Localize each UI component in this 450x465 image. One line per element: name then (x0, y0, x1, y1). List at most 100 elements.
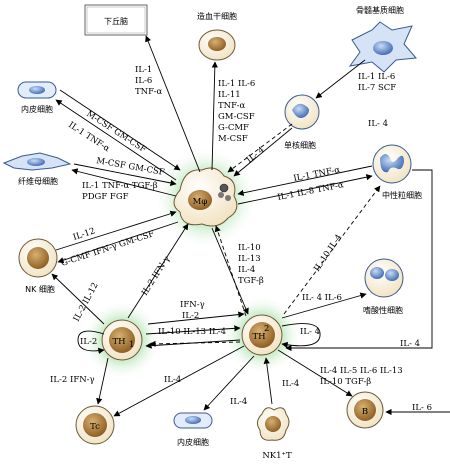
endothelial-cell: 内皮细胞 (17, 81, 57, 114)
lbl-th-ifn-visible: IFN-γ (180, 300, 205, 310)
lbl-il4-tc: IL-4 (164, 375, 181, 385)
arrow-th2-th1 (145, 339, 241, 349)
th1-cell: TH 1 (101, 319, 143, 361)
nk1t-cell: NK1⁺T (256, 407, 292, 461)
arrow-mono-il4 (227, 123, 293, 173)
hypothalamus-label: 下丘脑 (104, 16, 128, 26)
lbl-endo-1: M-CSF GM-CSF (84, 109, 147, 155)
arrow-th2-eos (281, 292, 367, 319)
lbl-stroma-1: IL-1 IL-6 (358, 72, 395, 82)
neutrophil-cell: 中性粒细胞 (372, 144, 422, 200)
lbl-th-il10: IL-10 IL-13 IL-4 (158, 327, 226, 337)
neutrophil-label: 中性粒细胞 (382, 190, 422, 200)
monocyte-cell: 单核细胞 (284, 94, 320, 150)
lbl-fibro-3: PDGF FGF (82, 192, 129, 202)
lbl-hsc-6: M-CSF (218, 134, 248, 144)
arrow-stroma-mono (315, 59, 366, 99)
arrow-fibro-mac (73, 163, 177, 187)
eosinophil-cell: 嗜酸性细胞 (363, 258, 404, 315)
arrow-mac-fibro (71, 168, 177, 197)
arrow-th2-self (281, 323, 321, 349)
b-cell: B (346, 391, 384, 429)
lbl-il4-il6: IL- 4 IL-6 (302, 293, 342, 303)
lbl-mono-il4: IL- 4 (245, 145, 267, 165)
arrow-th1-self (77, 330, 105, 354)
fibroblast-cell: 纤维母细胞 (2, 152, 72, 186)
arrow-th1-tc (96, 357, 109, 405)
hsc-cell: 造血干细胞 (197, 11, 237, 61)
lbl-b-2: IL-10 TGF-β (320, 377, 371, 387)
bone-marrow-stroma-cell: 骨髓基质细胞 (348, 5, 418, 73)
lbl-hsc-2: IL-11 (218, 90, 241, 100)
arrow-mac-neut (237, 174, 373, 205)
arrow-mono-mac (233, 127, 293, 177)
arrow-th2-neut (283, 185, 381, 315)
nk-label: NK 细胞 (25, 284, 55, 294)
monocyte-label: 单核细胞 (284, 140, 316, 150)
lbl-th2mac-2: IL-13 (238, 254, 261, 264)
arrows (51, 35, 450, 417)
macrophage-label: Mφ (193, 197, 208, 207)
lbl-hypo-1: IL-1 (135, 65, 152, 75)
arrow-endo-mac (59, 89, 181, 171)
lbl-il6-b: IL- 6 (412, 403, 432, 413)
lbl-il4-right: IL- 4 (368, 119, 388, 129)
nk1t-label: NK1⁺T (262, 451, 292, 461)
endothelial-bottom-cell: 内皮细胞 (173, 412, 213, 447)
lbl-th2mac-3: IL-4 (238, 265, 255, 275)
lbl-nk-1: IL-12 (72, 226, 97, 243)
hsc-label: 造血干细胞 (197, 11, 237, 21)
stroma-label: 骨髓基质细胞 (356, 5, 404, 15)
lbl-hsc-5: G-CMF (218, 123, 249, 133)
nk-cell: NK 细胞 (18, 238, 58, 294)
b-label: B (362, 407, 368, 417)
lbl-il2-self: IL-2 (80, 337, 97, 347)
dashed-arrows (149, 123, 381, 348)
th2-label: TH (252, 332, 265, 342)
lbl-il4-endo: IL-4 (230, 397, 247, 407)
arrow-th1-th2-ifn (145, 325, 241, 335)
lbl-hsc-4: GM-CSF (218, 112, 255, 122)
arrow-mac-endo (55, 99, 177, 181)
lbl-il10-il4: IL-10 IL-4 (312, 233, 344, 274)
arrow-mac-nk (57, 221, 179, 264)
tc-cell: Tc (75, 405, 115, 445)
lbl-fibro-2: IL-1 TNF-α TGF-β (82, 181, 158, 191)
arrow-th1-th2-il2 (147, 311, 245, 325)
lbl-hsc-3: TNF-α (218, 101, 245, 111)
arrow-th1-mac (127, 223, 189, 319)
arrow-th1-nk (51, 273, 105, 325)
arrow-th2-tc (113, 345, 245, 417)
lbl-hsc-1: IL-1 IL-6 (218, 79, 255, 89)
arrow-neut-th2 (285, 169, 433, 352)
lbl-il2-ifn: IL-2 IFN-γ (140, 254, 172, 297)
macrophage-cell: Mφ (173, 167, 238, 227)
lbl-il4-self: IL- 4 (300, 327, 320, 337)
arrow-neut-mac (237, 165, 373, 196)
lbl-hypo-2: IL-6 (135, 76, 152, 86)
lbl-b-1: IL-4 IL-5 IL-6 IL-13 (320, 366, 403, 376)
arrow-nk-mac (55, 210, 177, 251)
lbl-th2mac-1: IL-10 (238, 243, 261, 253)
lbl-il4-long: IL- 4 (400, 339, 420, 349)
lbl-hypo-3: TNF-α (135, 87, 162, 97)
arrow-mac-hsc (211, 61, 218, 171)
arrow-th2-mac (214, 225, 247, 317)
lbl-il4-nk1t: IL-4 (282, 379, 299, 389)
lbl-tc: IL-2 IFN-γ (50, 375, 95, 385)
arrow-nk1t-th2 (263, 357, 273, 405)
endothelial-label: 内皮细胞 (21, 104, 53, 114)
fibroblast-label: 纤维母细胞 (18, 176, 58, 186)
th1-sub: 1 (129, 340, 134, 350)
th2-sub: 2 (264, 324, 269, 334)
tc-label: Tc (90, 422, 100, 432)
endothelial-bottom-label: 内皮细胞 (177, 437, 209, 447)
arrow-th2-b (277, 349, 353, 397)
hypothalamus-box: 下丘脑 (84, 4, 148, 36)
lbl-th2mac-4: TGF-β (238, 276, 264, 286)
arrow-mac-th2 (211, 227, 249, 315)
arrow-mac-hypothalamus (145, 35, 201, 173)
th2-cell: TH 2 (241, 314, 283, 356)
arrow-th2-endo (203, 355, 255, 411)
